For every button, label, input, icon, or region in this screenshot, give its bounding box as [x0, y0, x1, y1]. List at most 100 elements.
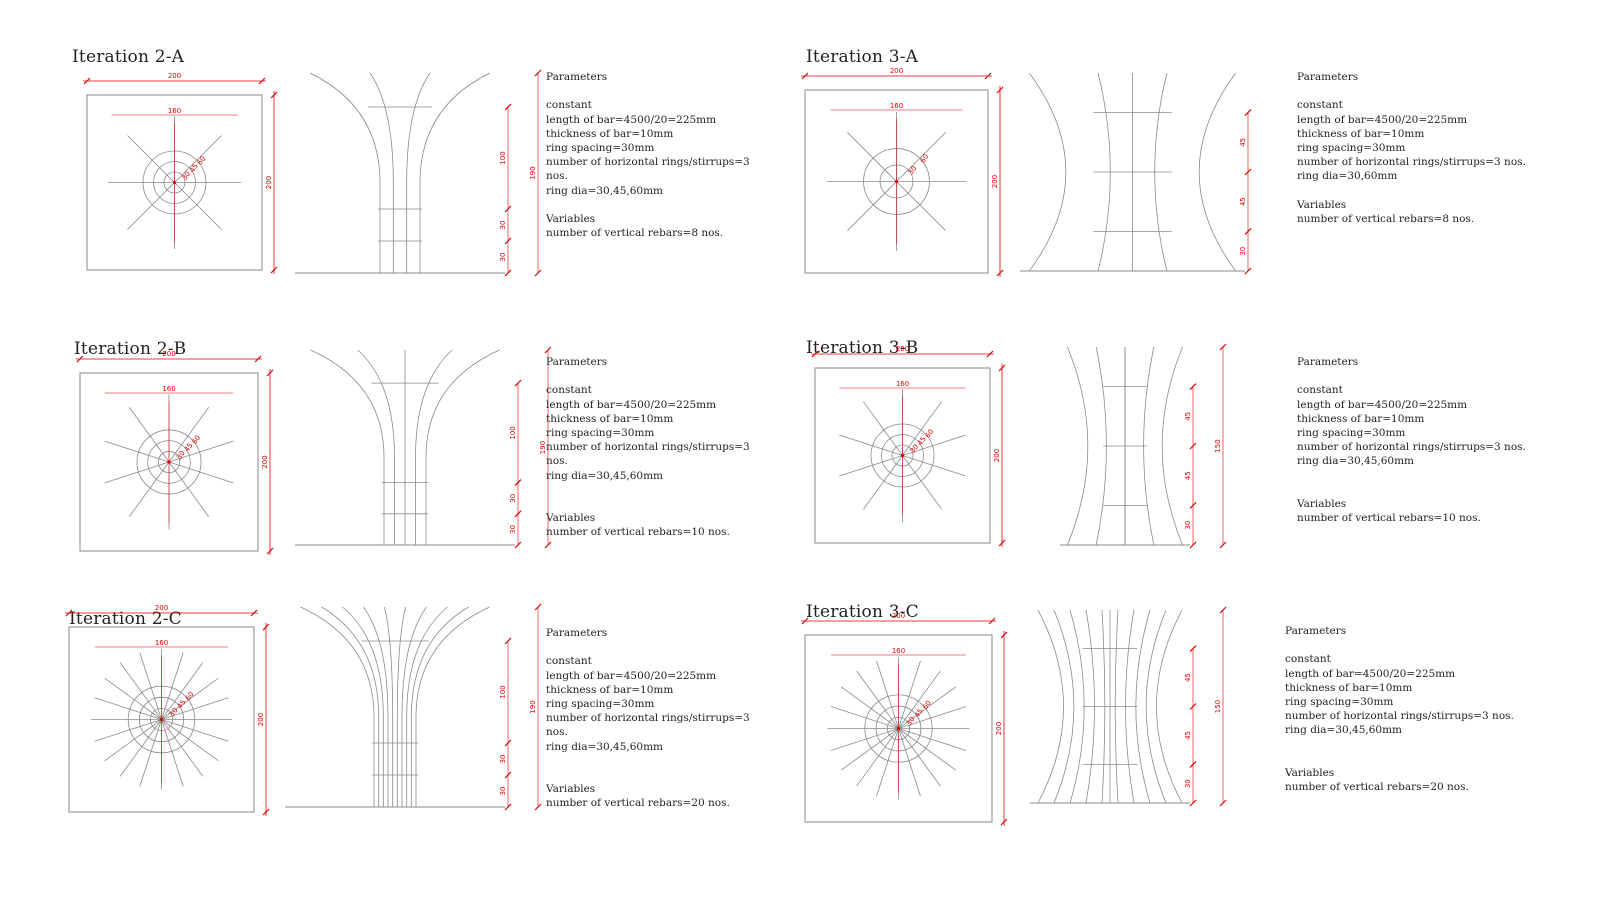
param-line: ring dia=30,45,60mm [1285, 724, 1403, 737]
rebar-line [168, 440, 234, 463]
ring-label: 30 [181, 170, 193, 182]
dim-tick [258, 77, 266, 85]
rebar-curve [369, 72, 394, 273]
param-line: ring spacing=30mm [546, 142, 655, 154]
constant-label: constant [546, 655, 592, 668]
rebar-line [128, 407, 170, 463]
parameters-block: Parameters constant length of bar=4500/2… [1297, 70, 1526, 226]
plan-frame [79, 372, 259, 552]
iteration-title: Iteration 2-C [69, 609, 182, 629]
param-line: thickness of bar=10mm [1297, 412, 1425, 425]
rebar-curve [1198, 72, 1237, 272]
ring-label: 30 [175, 449, 187, 461]
variables-label: Variables [546, 213, 596, 225]
ring-label: 60 [191, 434, 203, 446]
dim-total-label: 150 [1214, 700, 1222, 713]
param-line: number of horizontal rings/stirrups=3 no… [1297, 441, 1526, 454]
dim-tick [504, 205, 512, 213]
rebar-line [847, 181, 897, 231]
rebar-line [898, 660, 921, 729]
param-line: length of bar=4500/20=225mm [546, 669, 717, 682]
dim-tick [534, 803, 542, 811]
dim-chain-label: 100 [499, 151, 507, 164]
param-line: ring spacing=30mm [1285, 696, 1394, 708]
dim-chain-label: 30 [509, 525, 517, 534]
dim-tick [986, 350, 994, 358]
dim-tick [998, 539, 1006, 547]
rebar-line [94, 697, 162, 720]
dim-label-width: 200 [168, 72, 181, 80]
dim-tick [998, 364, 1006, 372]
dim-tick [266, 547, 274, 555]
rebar-curve [342, 606, 384, 807]
rebar-curve [363, 606, 389, 807]
variables-label: Variables [546, 512, 596, 525]
variables-label: Variables [1297, 497, 1347, 510]
dim-label-height: 200 [993, 449, 1001, 462]
dim-label-width: 200 [890, 67, 903, 75]
dim-tick [504, 771, 512, 779]
rebar-curve [1037, 609, 1064, 804]
rebar-line [902, 434, 966, 456]
rebar-line [830, 706, 899, 729]
parameters-heading: Parameters [546, 627, 608, 639]
param-line: thickness of bar=10mm [1297, 127, 1425, 140]
rebar-line [863, 401, 903, 456]
dim-chain-label: 30 [499, 755, 507, 764]
param-line: length of bar=4500/20=225mm [546, 113, 717, 126]
rebar-line [168, 461, 234, 484]
dim-tick [1189, 501, 1197, 509]
center-point [172, 180, 177, 185]
dim-tick [76, 355, 84, 363]
dim-tick [811, 350, 819, 358]
variable-line: number of vertical rebars=20 nos. [1285, 781, 1469, 794]
dim-tick [544, 541, 552, 549]
parameters-block: Parameters constant length of bar=4500/2… [1297, 355, 1526, 525]
dim-label-width: 200 [162, 350, 175, 358]
rebar-line [161, 719, 229, 742]
dim-tick [1244, 227, 1252, 235]
ring-label: 45 [916, 435, 928, 447]
dim-chain-label: 100 [509, 426, 517, 439]
parameters-heading: Parameters [1297, 71, 1359, 83]
rebar-line [847, 132, 897, 182]
dim-tick [83, 77, 91, 85]
dim-chain-label: 100 [499, 685, 507, 698]
rebar-line [839, 434, 903, 456]
rebar-line [896, 181, 946, 231]
rebar-curve [415, 606, 490, 807]
dim-tick [504, 637, 512, 645]
dim-tick [514, 479, 522, 487]
param-line: number of horizontal rings/stirrups=3 no… [1285, 710, 1514, 723]
center-point [167, 460, 171, 464]
ring-label: 45 [188, 162, 200, 174]
rebar-line [119, 662, 162, 720]
plan-frame [86, 94, 263, 271]
rebar-curve [310, 349, 385, 545]
variable-line: number of vertical rebars=8 nos. [1297, 213, 1475, 225]
dim-tick [504, 103, 512, 111]
rebar-curve [321, 606, 380, 807]
param-line: length of bar=4500/20=225mm [1285, 667, 1456, 680]
rebar-line [902, 401, 942, 456]
dim-tick [514, 379, 522, 387]
rebar-line [898, 728, 957, 771]
dim-tick [801, 72, 809, 80]
dim-tick [1000, 818, 1008, 826]
dim-label-width: 200 [896, 345, 909, 353]
param-line: thickness of bar=10mm [546, 412, 674, 425]
rebar-line [119, 719, 162, 777]
parameters-block: Parameters constant length of bar=4500/2… [546, 626, 750, 811]
dim-tick [65, 609, 73, 617]
rebar-line [139, 652, 162, 720]
ring-label: 45 [913, 707, 925, 719]
dim-chain-label: 30 [1184, 779, 1192, 788]
param-line: nos. [546, 170, 568, 183]
rebar-curve [1145, 609, 1167, 804]
variable-line: number of vertical rebars=20 nos. [546, 797, 730, 810]
